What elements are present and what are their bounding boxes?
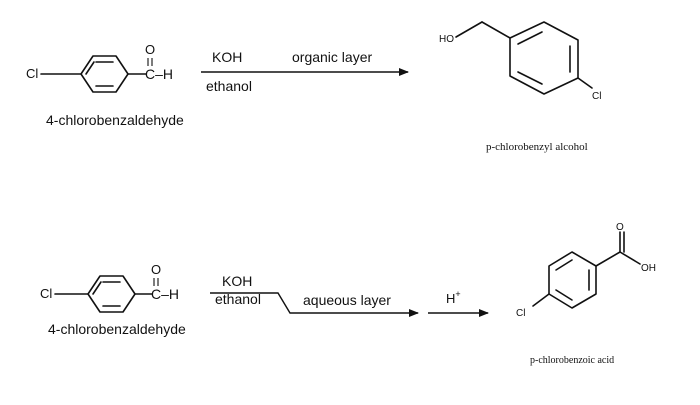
reaction2-arrow-group: KOH ethanol aqueous layer H+ [210, 273, 489, 317]
reaction2-reagent-bottom: ethanol [215, 291, 261, 307]
reaction1-reactant-cl-label: Cl [26, 66, 38, 81]
reaction2-reactant-cl-label: Cl [40, 286, 52, 301]
reaction1-reagent-top: KOH [212, 49, 242, 65]
reaction1-product-benzene-ring [509, 21, 579, 95]
reaction2-product-oh-label: OH [641, 263, 656, 274]
reaction2-workup-label: aqueous layer [303, 292, 391, 308]
reaction2-product-name: p-chlorobenzoic acid [530, 355, 614, 366]
reaction2-reagent-top: KOH [222, 273, 252, 289]
reaction2-reactant-name: 4-chlorobenzaldehyde [48, 321, 186, 337]
reaction1-reactant-o-label: O [145, 42, 155, 57]
reaction2-product: O OH Cl p-chlorobenzoic acid [516, 222, 656, 366]
reaction1-workup-label: organic layer [292, 49, 372, 65]
reaction1-reactant-name: 4-chlorobenzaldehyde [46, 112, 184, 128]
reaction1-reactant-ch-label: C–H [145, 66, 173, 82]
reaction2-product-o-label: O [616, 222, 624, 233]
reaction2-reactant-o-label: O [151, 262, 161, 277]
reaction1-arrow-group: KOH ethanol organic layer [201, 49, 409, 94]
reaction1-product: HO Cl p-chlorobenzyl alcohol [439, 21, 601, 153]
reaction2-arrow-1 [210, 292, 419, 317]
reaction2-reactant-ch-label: C–H [151, 286, 179, 302]
reaction1-reactant: Cl C–H O 4-chlorobenzaldehyde [26, 42, 184, 128]
reaction2-product-cl-label: Cl [516, 308, 525, 319]
reaction1-product-ho-label: HO [439, 34, 454, 45]
reaction2-acid-label: H+ [446, 289, 461, 306]
reaction1-reagent-bottom: ethanol [206, 78, 252, 94]
reaction1-product-cl-label: Cl [592, 91, 601, 102]
reaction2-reactant: Cl C–H O 4-chlorobenzaldehyde [40, 262, 186, 337]
reaction1-product-name: p-chlorobenzyl alcohol [486, 141, 588, 153]
